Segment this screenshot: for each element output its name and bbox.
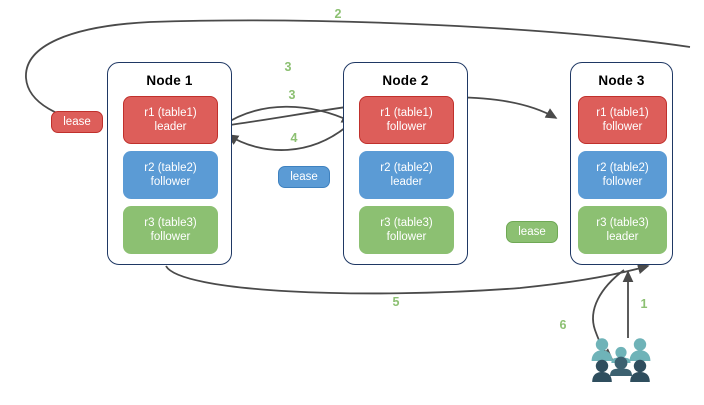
replica-name: r3 (table3)	[380, 217, 433, 229]
replica-node1-r3[interactable]: r3 (table3) follower	[123, 206, 218, 254]
edge-label-6: 6	[559, 318, 567, 332]
edge-label-2: 2	[334, 7, 342, 21]
node-box-node3[interactable]: Node 3 r1 (table1) follower r2 (table2) …	[570, 62, 673, 265]
lease-badge-table2[interactable]: lease	[278, 166, 330, 188]
replica-node3-r1[interactable]: r1 (table1) follower	[578, 96, 667, 144]
replica-role: follower	[150, 176, 191, 188]
node-title: Node 2	[382, 73, 429, 88]
lease-badge-table3[interactable]: lease	[506, 221, 558, 243]
replica-role: leader	[390, 176, 423, 188]
edge-label-3b: 3	[288, 88, 296, 102]
node-box-node2[interactable]: Node 2 r1 (table1) follower r2 (table2) …	[343, 62, 468, 265]
replica-node2-r2[interactable]: r2 (table2) leader	[359, 151, 454, 199]
node-box-node1[interactable]: Node 1 r1 (table1) leader r2 (table2) fo…	[107, 62, 232, 265]
replica-role: follower	[150, 231, 191, 243]
replica-name: r2 (table2)	[380, 162, 433, 174]
edge-3b-path	[221, 105, 354, 127]
node-title: Node 3	[598, 73, 645, 88]
replica-node3-r2[interactable]: r2 (table2) follower	[578, 151, 667, 199]
replica-name: r1 (table1)	[144, 107, 197, 119]
replica-node1-r2[interactable]: r2 (table2) follower	[123, 151, 218, 199]
replica-name: r1 (table1)	[596, 107, 649, 119]
edge-label-5: 5	[392, 295, 400, 309]
replica-name: r2 (table2)	[144, 162, 197, 174]
replica-name: r3 (table3)	[596, 217, 649, 229]
replica-node2-r1[interactable]: r1 (table1) follower	[359, 96, 454, 144]
replica-node2-r3[interactable]: r3 (table3) follower	[359, 206, 454, 254]
replica-role: follower	[602, 121, 643, 133]
replica-name: r2 (table2)	[596, 162, 649, 174]
edge-label-3a: 3	[284, 60, 292, 74]
replica-role: follower	[602, 176, 643, 188]
edge-label-4: 4	[290, 131, 298, 145]
lease-badge-table1[interactable]: lease	[51, 111, 103, 133]
replica-role: leader	[606, 231, 639, 243]
replica-node1-r1[interactable]: r1 (table1) leader	[123, 96, 218, 144]
replica-name: r3 (table3)	[144, 217, 197, 229]
replica-node3-r3[interactable]: r3 (table3) leader	[578, 206, 667, 254]
replica-name: r1 (table1)	[380, 107, 433, 119]
replica-role: follower	[386, 231, 427, 243]
replica-role: follower	[386, 121, 427, 133]
edge-label-1: 1	[640, 297, 648, 311]
edge-5-path	[165, 263, 650, 295]
users-group-icon	[591, 338, 651, 382]
node-title: Node 1	[146, 73, 193, 88]
replica-role: leader	[154, 121, 187, 133]
